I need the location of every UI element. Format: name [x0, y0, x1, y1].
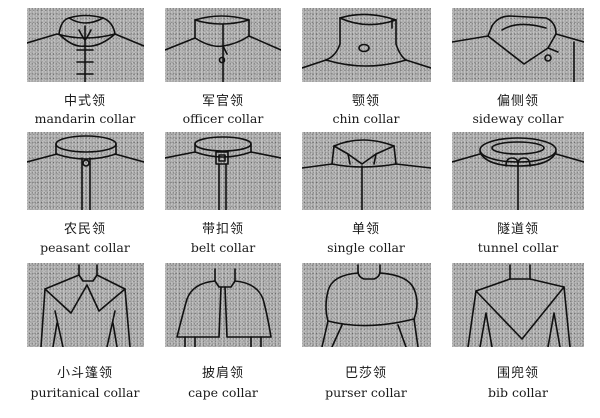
chin-collar-illustration [302, 8, 431, 82]
bib-collar-drawing [467, 264, 571, 347]
collar-label-cn: 颚领 [351, 94, 380, 109]
collar-label-en: puritanical collar [30, 385, 140, 400]
bib-collar-illustration [452, 263, 584, 347]
cape-collar-drawing [176, 268, 272, 347]
collar-label-en: peasant collar [40, 240, 130, 255]
officer-collar-drawing [165, 15, 281, 82]
collar-label-cn: 带扣领 [201, 222, 244, 237]
purser-collar-drawing [321, 264, 419, 347]
sideway-collar-drawing [452, 15, 584, 82]
officer-collar-illustration [165, 8, 281, 82]
collar-label-cn: 隧道领 [496, 222, 539, 237]
single-collar-illustration [302, 132, 431, 210]
collar-label-en: belt collar [190, 240, 256, 255]
collar-label-cn: 偏侧领 [496, 94, 539, 109]
collar-label-en: purser collar [325, 385, 407, 400]
tunnel-collar-illustration [452, 132, 584, 210]
collar-label-cn: 巴莎领 [344, 366, 387, 381]
mandarin-collar-illustration [27, 8, 144, 82]
collar-label-en: bib collar [488, 385, 548, 400]
collar-label-cn: 中式领 [63, 94, 106, 109]
collar-label-cn: 围兜领 [496, 366, 539, 381]
collar-label-en: chin collar [332, 111, 400, 126]
belt-collar-illustration [165, 132, 281, 210]
chin-collar-drawing [302, 13, 431, 69]
puritanical-collar-illustration [27, 263, 144, 347]
tunnel-collar-drawing [452, 137, 584, 210]
puritanical-collar-drawing [40, 264, 131, 347]
collar-label-en: sideway collar [472, 111, 564, 126]
collar-label-cn: 小斗篷领 [56, 366, 113, 381]
mandarin-collar-drawing [27, 14, 144, 82]
single-collar-drawing [302, 139, 431, 210]
collar-label-en: tunnel collar [477, 240, 559, 255]
belt-collar-drawing [165, 136, 281, 210]
collar-label-en: mandarin collar [34, 111, 136, 126]
collar-label-en: single collar [327, 240, 405, 255]
collar-label-cn: 农民领 [63, 222, 106, 237]
collar-label-cn: 单领 [351, 222, 380, 237]
collar-label-en: cape collar [188, 385, 258, 400]
peasant-collar-drawing [27, 135, 144, 210]
cape-collar-illustration [165, 263, 281, 347]
sideway-collar-illustration [452, 8, 584, 82]
collar-label-cn: 披肩领 [201, 366, 244, 381]
purser-collar-illustration [302, 263, 431, 347]
collar-label-en: officer collar [182, 111, 264, 126]
collar-label-cn: 军官领 [201, 94, 244, 109]
peasant-collar-illustration [27, 132, 144, 210]
